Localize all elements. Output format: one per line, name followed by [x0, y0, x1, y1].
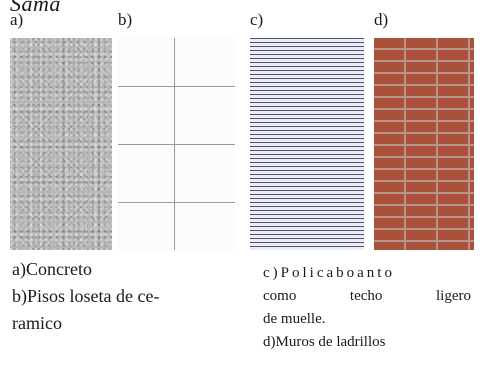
caption-line: a)Concreto — [12, 259, 92, 279]
panel-label-d: d) — [374, 10, 389, 29]
tile-grout-horizontal — [118, 144, 235, 145]
ceramic-tile-image — [118, 38, 235, 250]
polycarbonate-texture-image — [250, 38, 364, 250]
tile-grout-horizontal — [118, 86, 235, 87]
concrete-texture-image — [10, 38, 112, 250]
brick-wall-image — [374, 38, 474, 250]
panel-label-c: c) — [250, 10, 264, 29]
panel-label-a: a) — [10, 10, 24, 29]
caption-left: a)Concreto b)Pisos loseta de ce- ramico — [12, 256, 159, 337]
caption-line: de muelle. — [263, 311, 326, 327]
header-text: Sama — [10, 0, 61, 16]
caption-line: como techo ligero — [263, 288, 471, 304]
caption-right: c)Policaboanto como techo ligero de muel… — [263, 262, 475, 354]
tile-grout-horizontal — [118, 202, 235, 203]
caption-line: b)Pisos loseta de ce- — [12, 286, 160, 306]
panel-label-b: b) — [118, 10, 133, 29]
caption-line: d)Muros de ladrillos — [263, 334, 386, 350]
caption-line: ramico — [12, 313, 62, 333]
caption-line: c)Policaboanto — [263, 265, 395, 281]
